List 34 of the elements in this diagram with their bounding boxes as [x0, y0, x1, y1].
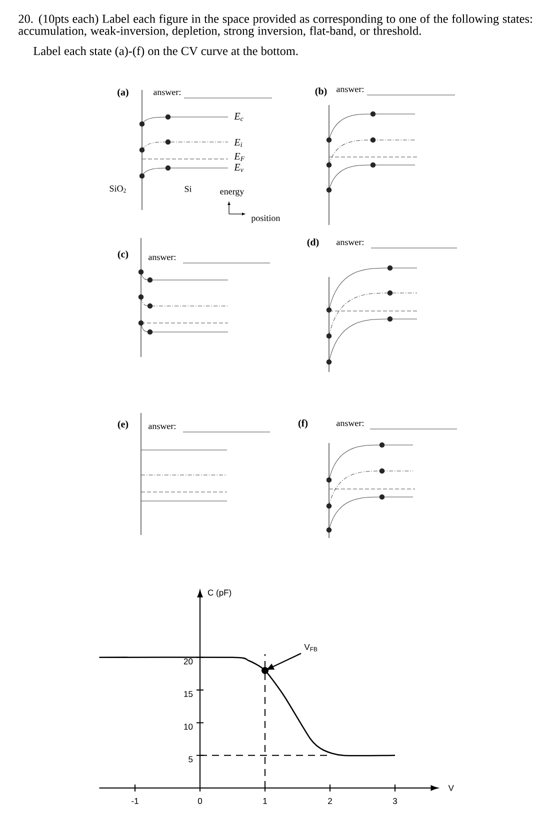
- x-tick-label: 1: [263, 798, 267, 804]
- x-tick-label: 3: [392, 798, 397, 804]
- answer-prompt: answer:: [336, 422, 364, 426]
- level-label: E$_{i}$: [234, 138, 242, 148]
- y-tick-label: 20: [184, 658, 193, 664]
- answer-prompt: answer:: [154, 90, 180, 96]
- axis-label: energy: [220, 190, 244, 196]
- panel-label: (b): [315, 87, 327, 97]
- panel-label: (f): [298, 419, 308, 429]
- answer-prompt: answer:: [148, 424, 176, 430]
- y-tick-label: 10: [184, 724, 193, 730]
- y-tick-label: 5: [188, 756, 193, 762]
- y-tick-label: 15: [184, 691, 193, 698]
- question-text: Label each state (a)-(f) on the CV curve at the bottom.: [34, 46, 298, 58]
- panel-label: (c): [118, 250, 128, 260]
- x-tick-label: 0: [198, 798, 202, 804]
- level-label: E$_{F}$: [234, 152, 245, 162]
- level-label: E$_{c}$: [234, 112, 244, 122]
- annotation-label: V$_{FB}$: [304, 644, 318, 652]
- x-tick-label: 2: [328, 798, 332, 804]
- panel-label: (a): [118, 88, 128, 98]
- answer-prompt: answer:: [336, 88, 364, 92]
- level-label: E$_{v}$: [234, 164, 244, 172]
- material-label: Si: [184, 186, 192, 192]
- axis-label: position: [251, 215, 280, 223]
- axis-title: C (pF): [208, 589, 232, 598]
- material-label: SiO$_{2}$: [110, 186, 126, 192]
- answer-prompt: answer:: [336, 240, 364, 246]
- axis-title: V: [448, 785, 454, 791]
- answer-prompt: answer:: [148, 256, 176, 260]
- question-text: 20. (10pts each) Label each figure in the space provided as corresponding to one of the following states: accumulation, weak-inversion, depletion, strong inversion, flat-band, or threshold.: [18, 14, 532, 38]
- panel-label: (d): [307, 238, 319, 248]
- panel-label: (e): [118, 420, 128, 430]
- x-tick-label: -1: [132, 798, 138, 804]
